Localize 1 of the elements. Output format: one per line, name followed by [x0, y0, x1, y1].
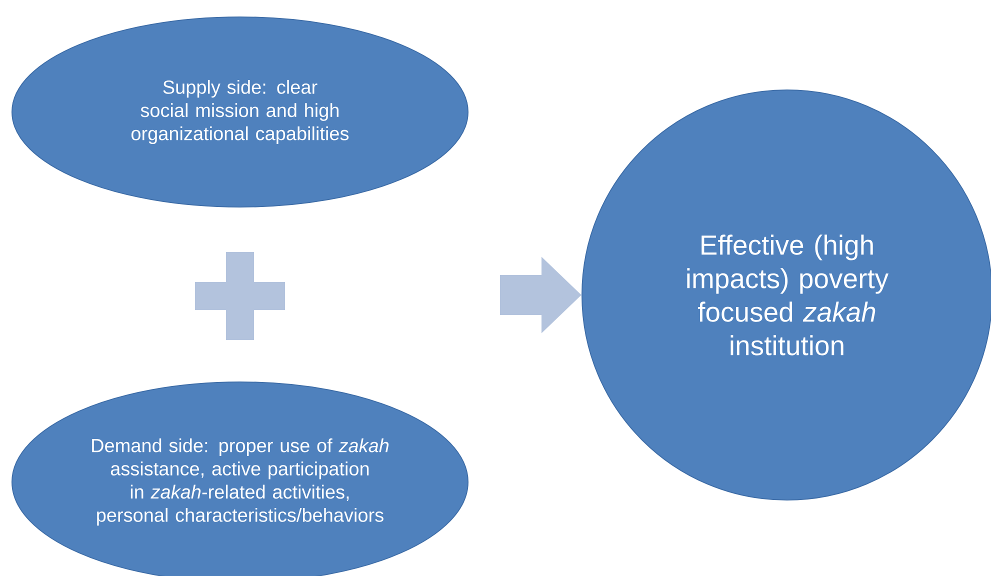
plus-sign [195, 252, 285, 340]
